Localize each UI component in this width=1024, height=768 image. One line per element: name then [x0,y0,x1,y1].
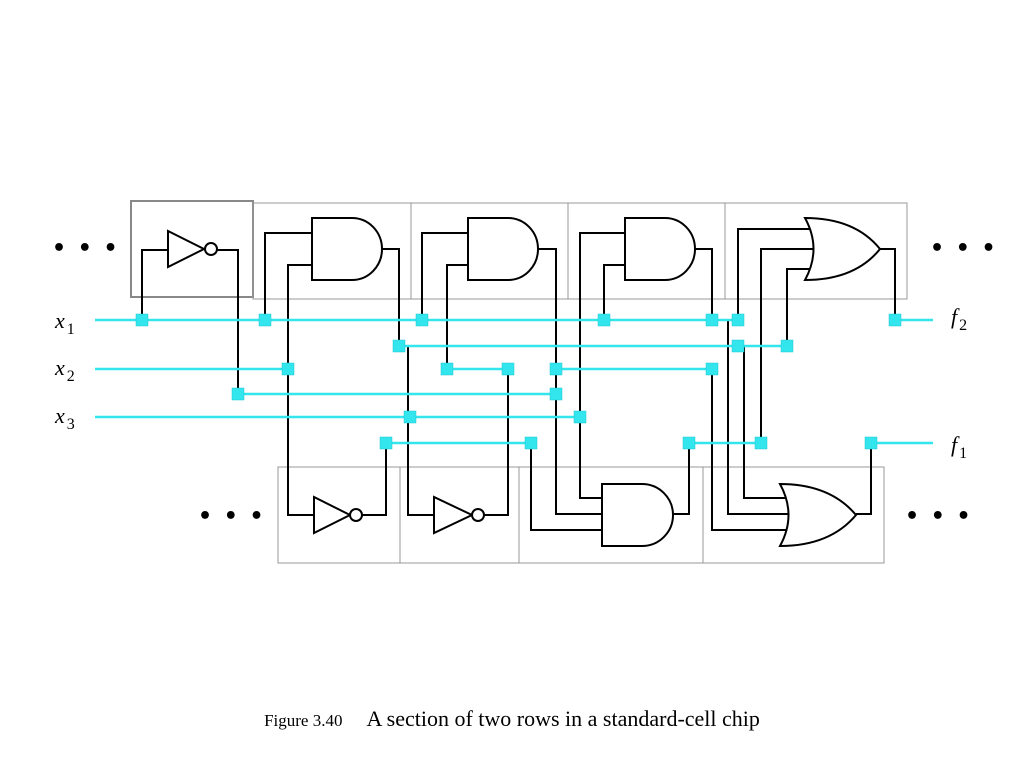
via [379,436,393,450]
via [258,313,272,327]
and-gate-top-2 [467,217,539,281]
via [754,436,768,450]
cell-wiring [141,228,896,531]
ellipsis-top-right: • • • [930,236,998,261]
ellipsis-bottom-left: • • • [198,504,266,529]
figure-caption: Figure 3.40 A section of two rows in a s… [0,706,1024,732]
figure-title: A section of two rows in a standard-cell… [366,706,760,731]
via [392,339,406,353]
via [231,387,245,401]
via [888,313,902,327]
via [501,362,515,376]
via [705,362,719,376]
via [731,313,745,327]
ellipsis-top-left: • • • [52,236,120,261]
ellipsis-bottom-right: • • • [905,504,973,529]
vias [135,313,902,450]
not-gate-bottom-1 [313,495,363,535]
top-row-cells [130,200,908,300]
via [549,387,563,401]
or-gate-bottom [778,482,858,548]
routing-tracks [95,318,933,445]
via [549,362,563,376]
and-gate-bottom [601,483,674,547]
via [597,313,611,327]
continuation-markers: • • • • • • • • • • • • [52,236,998,529]
via [573,410,587,424]
or-gate-top [803,216,882,282]
not-gate-bottom-2 [433,495,485,535]
via [403,410,417,424]
figure-number: Figure 3.40 [264,711,343,730]
via [415,313,429,327]
bottom-row-cells [277,466,885,564]
via [705,313,719,327]
via [440,362,454,376]
via [281,362,295,376]
via [780,339,794,353]
and-gate-top-3 [624,217,696,281]
via [864,436,878,450]
via [524,436,538,450]
via [682,436,696,450]
logic-gates [167,216,882,548]
not-gate-top [167,229,218,269]
bottom-cell-or [702,466,885,564]
via [731,339,745,353]
top-cell-or [724,202,908,300]
via [135,313,149,327]
and-gate-top-1 [311,217,383,281]
